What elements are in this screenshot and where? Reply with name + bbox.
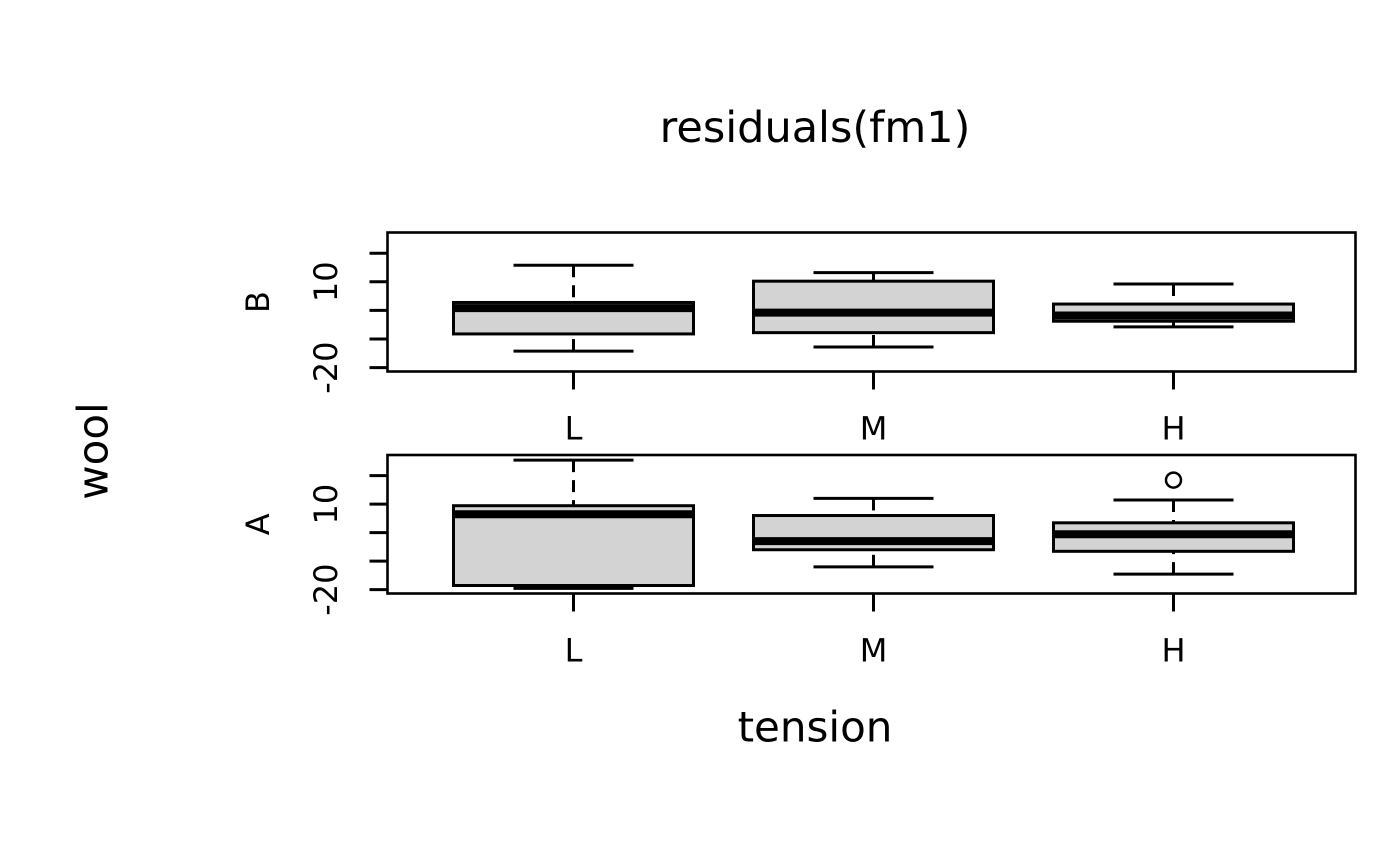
x-tick-label-M: M — [860, 632, 888, 670]
box-A-L — [452, 458, 695, 590]
y-axis-label: wool — [69, 402, 118, 499]
box-A-H — [1052, 471, 1295, 576]
box-B-L — [452, 263, 695, 353]
y-tick-label: -20 — [307, 341, 345, 393]
x-tick-label-H: H — [1161, 632, 1185, 670]
iqr-box — [452, 504, 695, 588]
box-B-H — [1052, 282, 1295, 329]
box-B-M — [752, 271, 995, 349]
outlier-point — [1164, 471, 1183, 489]
x-tick-label-L: L — [565, 632, 583, 670]
panel-frame — [386, 453, 1357, 595]
x-tick-label-L: L — [565, 410, 583, 448]
chart-title: residuals(fm1) — [660, 103, 971, 153]
panel-B: 10 -20 B L M H — [239, 231, 1357, 448]
y-tick-label: 10 — [307, 484, 345, 525]
x-tick-label-H: H — [1161, 410, 1185, 448]
panel-A: 10 -20 A L M H — [239, 453, 1357, 670]
x-tick-label-M: M — [860, 410, 888, 448]
y-tick-label: 10 — [307, 261, 345, 302]
panel-label-A: A — [239, 513, 277, 535]
x-axis-label: tension — [738, 703, 893, 752]
box-A-M — [752, 496, 995, 569]
iqr-box — [752, 279, 995, 335]
y-tick-label: -20 — [307, 563, 345, 615]
panel-frame — [386, 231, 1357, 373]
panel-label-B: B — [239, 291, 277, 313]
